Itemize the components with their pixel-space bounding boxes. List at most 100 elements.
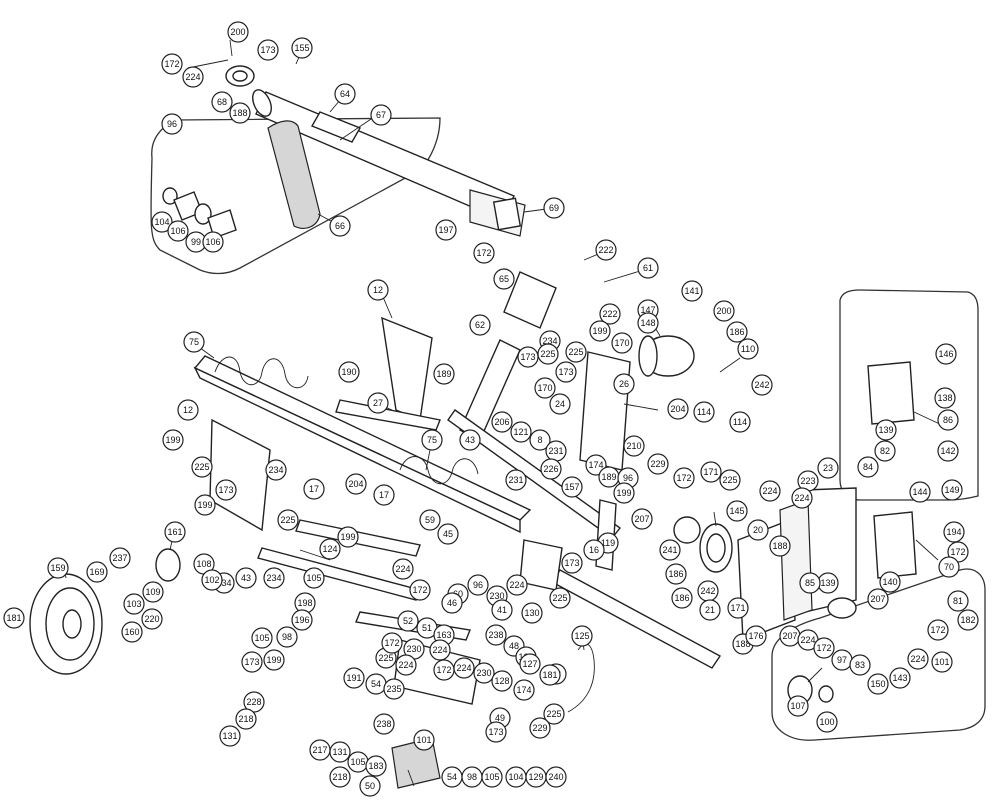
callout-number: 148 — [640, 318, 655, 328]
callout-172: 172 — [409, 579, 431, 601]
callout-199: 199 — [589, 320, 611, 342]
callout-number: 210 — [626, 441, 641, 451]
callout-circle — [329, 741, 351, 763]
callout-number: 131 — [222, 731, 237, 741]
callout-circle — [613, 373, 635, 395]
callout-number: 49 — [495, 713, 505, 723]
callout-139: 139 — [875, 419, 897, 441]
callout-number: 172 — [164, 59, 179, 69]
callout-161: 161 — [164, 521, 186, 543]
hub-161 — [155, 548, 181, 582]
callout-181: 181 — [3, 607, 25, 629]
callout-241: 241 — [659, 539, 681, 561]
callout-number: 142 — [940, 446, 955, 456]
callout-number: 97 — [837, 655, 847, 665]
callout-number: 46 — [447, 598, 457, 608]
callout-circle — [537, 343, 559, 365]
callout-number: 225 — [540, 349, 555, 359]
callout-circle — [167, 220, 189, 242]
callout-circle — [729, 411, 751, 433]
plate-26 — [579, 351, 631, 471]
callout-number: 103 — [126, 599, 141, 609]
callout-circle — [257, 39, 279, 61]
callout-circle — [931, 651, 953, 673]
callout-circle — [303, 567, 325, 589]
disc-70 — [827, 597, 857, 619]
callout-circle — [599, 303, 621, 325]
callout-circle — [276, 626, 298, 648]
callout-146: 146 — [935, 343, 957, 365]
callout-number: 171 — [703, 467, 718, 477]
callout-52: 52 — [397, 610, 419, 632]
callout-199: 199 — [194, 494, 216, 516]
callout-circle — [329, 215, 351, 237]
callout-64: 64 — [334, 83, 356, 105]
bearing-100 — [818, 685, 834, 703]
callout-172: 172 — [161, 53, 183, 75]
callout-circle — [565, 341, 587, 363]
callout-circle — [879, 571, 901, 593]
callout-number: 21 — [705, 605, 715, 615]
callout-number: 230 — [476, 668, 491, 678]
callout-circle — [491, 670, 513, 692]
callout-circle — [667, 398, 689, 420]
callout-number: 199 — [616, 488, 631, 498]
callout-21: 21 — [699, 599, 721, 621]
callout-circle — [543, 197, 565, 219]
callout-number: 127 — [522, 659, 537, 669]
collar-68-inner — [232, 70, 248, 82]
callout-circle — [319, 538, 341, 560]
callout-242: 242 — [751, 374, 773, 396]
callout-138: 138 — [934, 387, 956, 409]
callout-circle — [291, 37, 313, 59]
callout-173: 173 — [517, 346, 539, 368]
callout-circle — [251, 627, 273, 649]
callout-number: 225 — [194, 462, 209, 472]
callout-97: 97 — [831, 649, 853, 671]
callout-circle — [429, 639, 451, 661]
callout-131: 131 — [219, 725, 241, 747]
callout-number: 172 — [412, 585, 427, 595]
callout-circle — [467, 574, 489, 596]
callout-number: 51 — [422, 623, 432, 633]
callout-224: 224 — [395, 654, 417, 676]
callout-number: 218 — [332, 772, 347, 782]
callout-173: 173 — [241, 651, 263, 673]
callout-127: 127 — [519, 653, 541, 675]
flange-69 — [492, 197, 522, 231]
callout-circle — [291, 609, 313, 631]
callout-circle — [121, 621, 143, 643]
callout-number: 222 — [602, 309, 617, 319]
callout-number: 160 — [124, 627, 139, 637]
callout-110: 110 — [737, 338, 759, 360]
callout-240: 240 — [545, 766, 567, 788]
callout-224: 224 — [453, 657, 475, 679]
callout-circle — [613, 482, 635, 504]
callout-number: 174 — [516, 685, 531, 695]
callout-number: 98 — [467, 772, 477, 782]
callout-number: 206 — [494, 417, 509, 427]
callout-number: 96 — [167, 119, 177, 129]
callout-circle — [397, 610, 419, 632]
callout-101: 101 — [931, 651, 953, 673]
panel-23 — [779, 499, 813, 621]
callout-242: 242 — [697, 580, 719, 602]
callout-circle — [191, 456, 213, 478]
callout-number: 121 — [513, 427, 528, 437]
callout-number: 189 — [601, 472, 616, 482]
callout-number: 163 — [436, 630, 451, 640]
callout-number: 43 — [465, 435, 475, 445]
auger-flight-75b — [399, 456, 479, 485]
callout-circle — [215, 479, 237, 501]
callout-171: 171 — [727, 597, 749, 619]
callout-number: 189 — [436, 369, 451, 379]
callout-114: 114 — [729, 411, 751, 433]
callout-number: 176 — [748, 631, 763, 641]
callout-139: 139 — [817, 572, 839, 594]
callout-150: 150 — [867, 673, 889, 695]
callout-number: 129 — [528, 772, 543, 782]
callout-circle — [943, 521, 965, 543]
callout-number: 173 — [558, 367, 573, 377]
callout-circle — [493, 268, 515, 290]
callout-20: 20 — [747, 519, 769, 541]
